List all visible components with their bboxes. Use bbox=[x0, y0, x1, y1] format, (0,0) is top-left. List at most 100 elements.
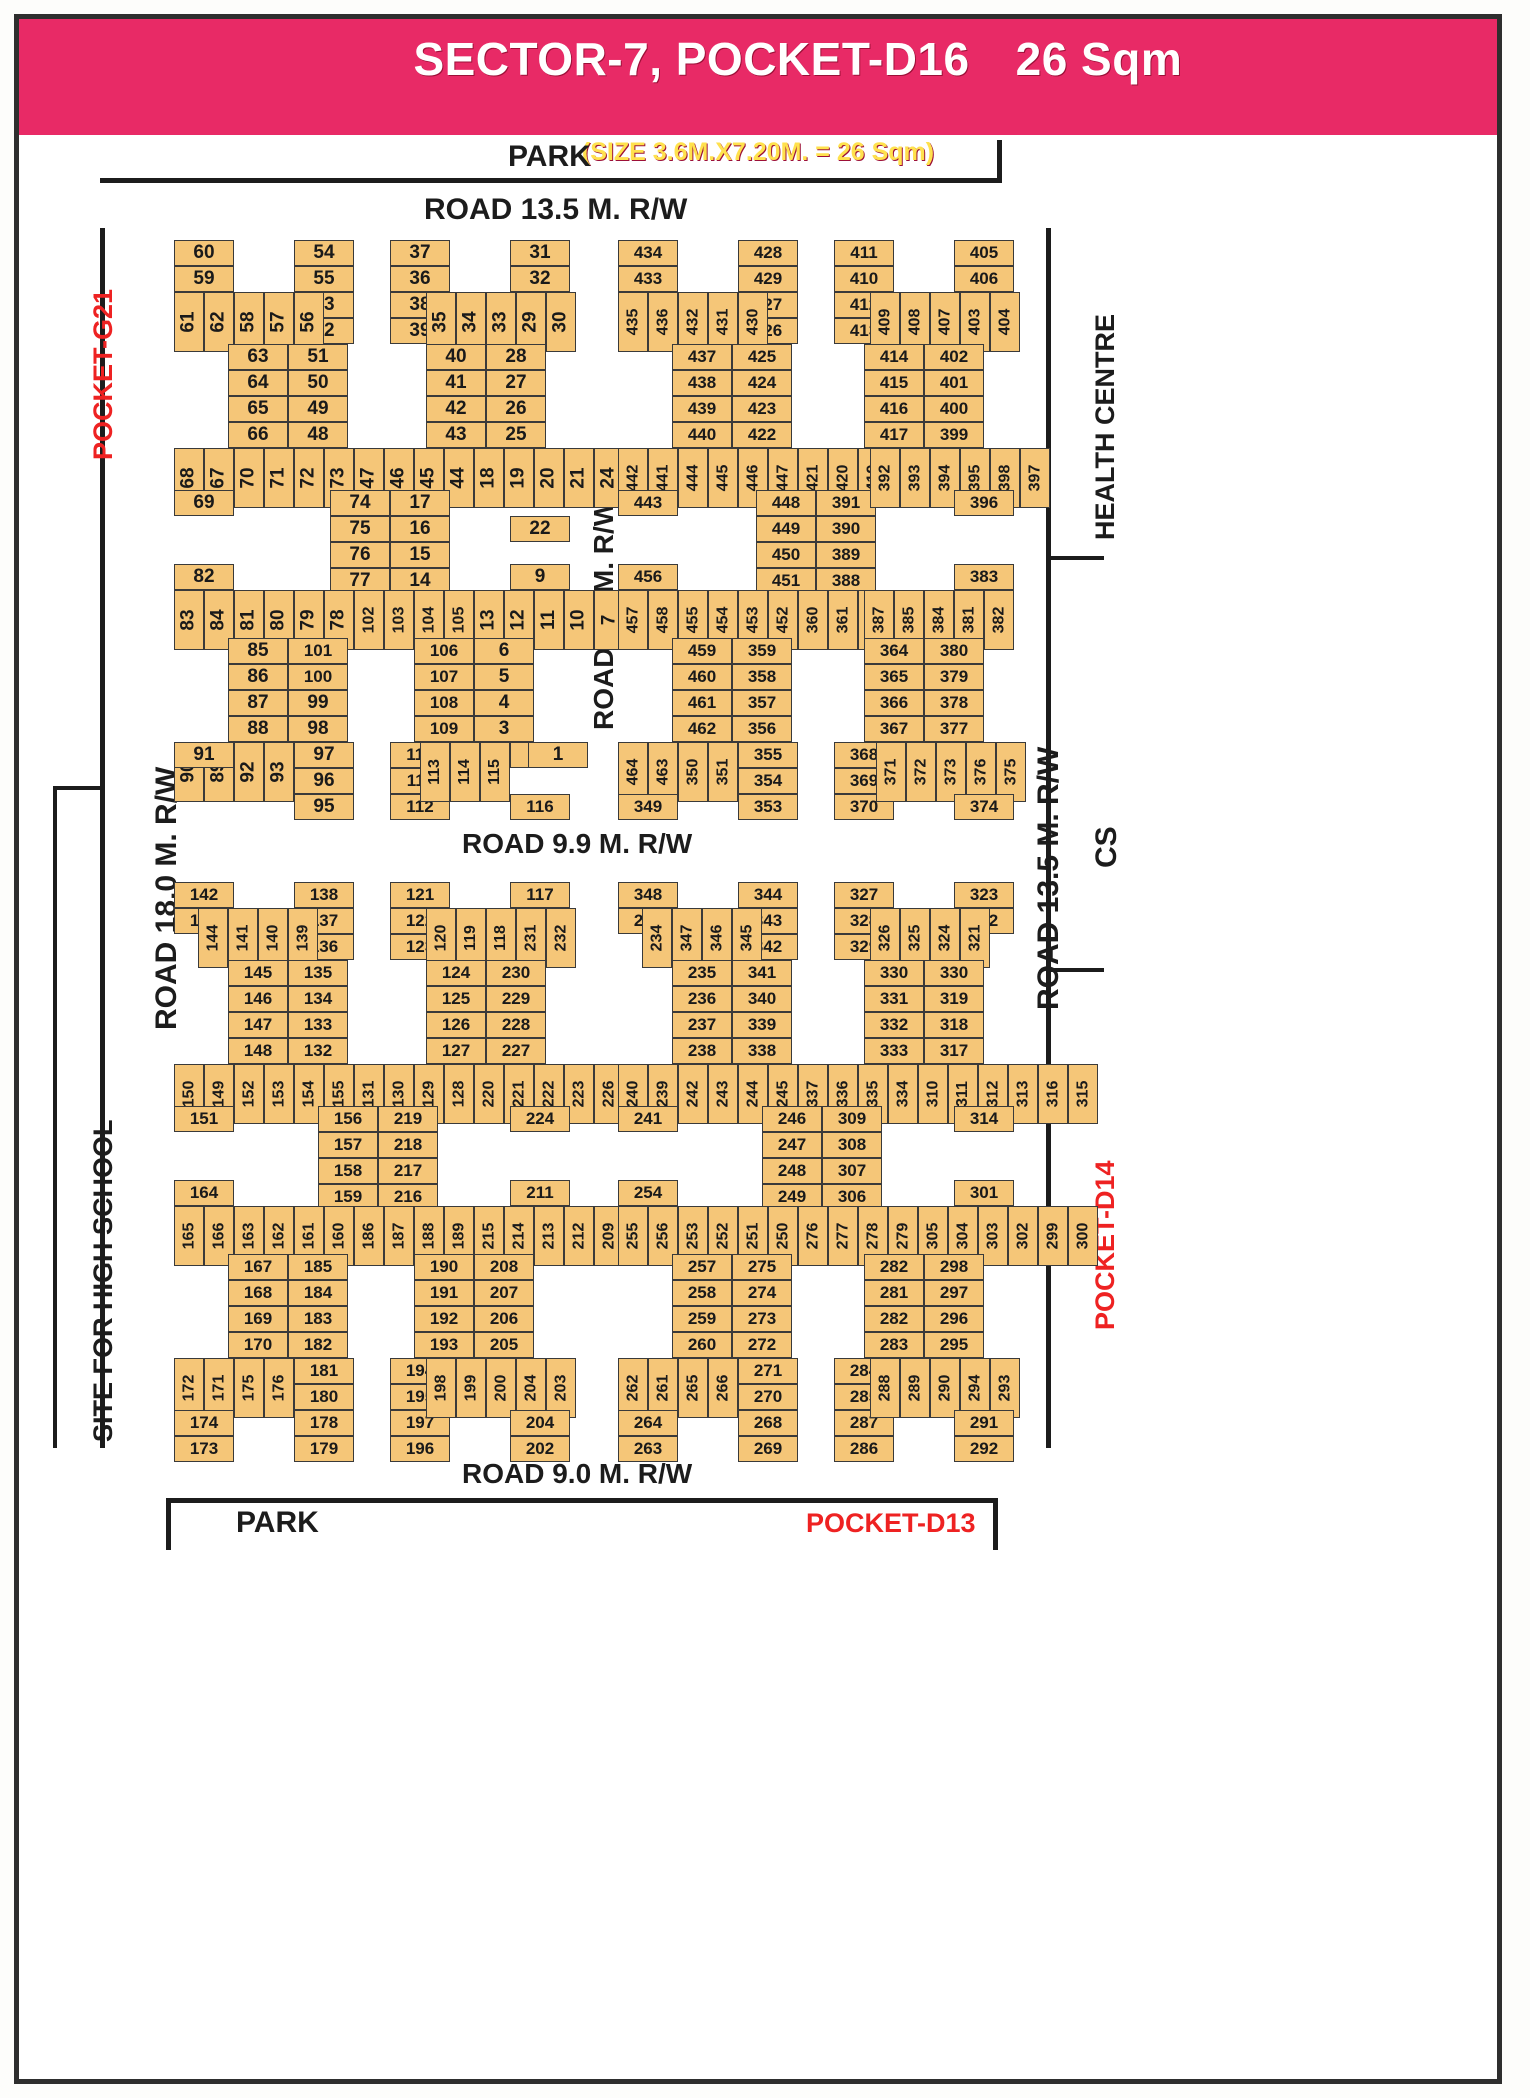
plot-cell[interactable]: 5 bbox=[474, 664, 534, 690]
plot-cell[interactable]: 317 bbox=[924, 1038, 984, 1064]
plot-cell[interactable]: 184 bbox=[288, 1280, 348, 1306]
plot-cell[interactable]: 235 bbox=[672, 960, 732, 986]
plot-cell[interactable]: 423 bbox=[732, 396, 792, 422]
plot-cell[interactable]: 347 bbox=[672, 908, 702, 968]
plot-cell[interactable]: 218 bbox=[378, 1132, 438, 1158]
plot-cell[interactable]: 204 bbox=[516, 1358, 546, 1418]
plot-cell[interactable]: 294 bbox=[960, 1358, 990, 1418]
plot-cell[interactable]: 301 bbox=[954, 1180, 1014, 1206]
plot-cell[interactable]: 57 bbox=[264, 292, 294, 352]
plot-cell[interactable]: 27 bbox=[486, 370, 546, 396]
plot-cell[interactable]: 6 bbox=[474, 638, 534, 664]
plot-cell[interactable]: 144 bbox=[198, 908, 228, 968]
plot-cell[interactable]: 254 bbox=[618, 1180, 678, 1206]
plot-cell[interactable]: 101 bbox=[288, 638, 348, 664]
plot-cell[interactable]: 360 bbox=[798, 590, 828, 650]
plot-cell[interactable]: 230 bbox=[486, 960, 546, 986]
plot-cell[interactable]: 326 bbox=[870, 908, 900, 968]
plot-cell[interactable]: 364 bbox=[864, 638, 924, 664]
plot-cell[interactable]: 167 bbox=[228, 1254, 288, 1280]
plot-cell[interactable]: 451 bbox=[756, 568, 816, 594]
plot-cell[interactable]: 42 bbox=[426, 396, 486, 422]
plot-cell[interactable]: 448 bbox=[756, 490, 816, 516]
plot-cell[interactable]: 404 bbox=[990, 292, 1020, 352]
plot-cell[interactable]: 69 bbox=[174, 490, 234, 516]
plot-cell[interactable]: 65 bbox=[228, 396, 288, 422]
plot-cell[interactable]: 146 bbox=[228, 986, 288, 1012]
plot-cell[interactable]: 281 bbox=[864, 1280, 924, 1306]
plot-cell[interactable]: 350 bbox=[678, 742, 708, 802]
plot-cell[interactable]: 391 bbox=[816, 490, 876, 516]
plot-cell[interactable]: 41 bbox=[426, 370, 486, 396]
plot-cell[interactable]: 461 bbox=[672, 690, 732, 716]
plot-cell[interactable]: 409 bbox=[870, 292, 900, 352]
plot-cell[interactable]: 213 bbox=[534, 1206, 564, 1266]
plot-cell[interactable]: 330 bbox=[864, 960, 924, 986]
plot-cell[interactable]: 379 bbox=[924, 664, 984, 690]
plot-cell[interactable]: 152 bbox=[234, 1064, 264, 1124]
plot-cell[interactable]: 286 bbox=[834, 1436, 894, 1462]
plot-cell[interactable]: 169 bbox=[228, 1306, 288, 1332]
plot-cell[interactable]: 401 bbox=[924, 370, 984, 396]
plot-cell[interactable]: 204 bbox=[510, 1410, 570, 1436]
plot-cell[interactable]: 216 bbox=[378, 1184, 438, 1210]
plot-cell[interactable]: 388 bbox=[816, 568, 876, 594]
plot-cell[interactable]: 405 bbox=[954, 240, 1014, 266]
plot-cell[interactable]: 25 bbox=[486, 422, 546, 448]
plot-cell[interactable]: 182 bbox=[288, 1332, 348, 1358]
plot-cell[interactable]: 428 bbox=[738, 240, 798, 266]
plot-cell[interactable]: 327 bbox=[834, 882, 894, 908]
plot-cell[interactable]: 371 bbox=[876, 742, 906, 802]
plot-cell[interactable]: 227 bbox=[486, 1038, 546, 1064]
plot-cell[interactable]: 211 bbox=[510, 1180, 570, 1206]
plot-cell[interactable]: 229 bbox=[486, 986, 546, 1012]
plot-cell[interactable]: 83 bbox=[174, 590, 204, 650]
plot-cell[interactable]: 93 bbox=[264, 742, 294, 802]
plot-cell[interactable]: 325 bbox=[900, 908, 930, 968]
plot-cell[interactable]: 306 bbox=[822, 1184, 882, 1210]
plot-cell[interactable]: 40 bbox=[426, 344, 486, 370]
plot-cell[interactable]: 21 bbox=[564, 448, 594, 508]
plot-cell[interactable]: 100 bbox=[288, 664, 348, 690]
plot-cell[interactable]: 172 bbox=[174, 1358, 204, 1418]
plot-cell[interactable]: 32 bbox=[510, 266, 570, 292]
plot-cell[interactable]: 297 bbox=[924, 1280, 984, 1306]
plot-cell[interactable]: 99 bbox=[288, 690, 348, 716]
plot-cell[interactable]: 121 bbox=[390, 882, 450, 908]
plot-cell[interactable]: 361 bbox=[828, 590, 858, 650]
plot-cell[interactable]: 353 bbox=[738, 794, 798, 820]
plot-cell[interactable]: 106 bbox=[414, 638, 474, 664]
plot-cell[interactable]: 437 bbox=[672, 344, 732, 370]
plot-cell[interactable]: 92 bbox=[234, 742, 264, 802]
plot-cell[interactable]: 440 bbox=[672, 422, 732, 448]
plot-cell[interactable]: 268 bbox=[738, 1410, 798, 1436]
plot-cell[interactable]: 175 bbox=[234, 1358, 264, 1418]
plot-cell[interactable]: 429 bbox=[738, 266, 798, 292]
plot-cell[interactable]: 292 bbox=[954, 1436, 1014, 1462]
plot-cell[interactable]: 424 bbox=[732, 370, 792, 396]
plot-cell[interactable]: 262 bbox=[618, 1358, 648, 1418]
plot-cell[interactable]: 158 bbox=[318, 1158, 378, 1184]
plot-cell[interactable]: 295 bbox=[924, 1332, 984, 1358]
plot-cell[interactable]: 374 bbox=[954, 794, 1014, 820]
plot-cell[interactable]: 55 bbox=[294, 266, 354, 292]
plot-cell[interactable]: 321 bbox=[960, 908, 990, 968]
plot-cell[interactable]: 15 bbox=[390, 542, 450, 568]
plot-cell[interactable]: 261 bbox=[648, 1358, 678, 1418]
plot-cell[interactable]: 319 bbox=[924, 986, 984, 1012]
plot-cell[interactable]: 425 bbox=[732, 344, 792, 370]
plot-cell[interactable]: 338 bbox=[732, 1038, 792, 1064]
plot-cell[interactable]: 414 bbox=[864, 344, 924, 370]
plot-cell[interactable]: 142 bbox=[174, 882, 234, 908]
plot-cell[interactable]: 359 bbox=[732, 638, 792, 664]
plot-cell[interactable]: 156 bbox=[318, 1106, 378, 1132]
plot-cell[interactable]: 72 bbox=[294, 448, 324, 508]
plot-cell[interactable]: 400 bbox=[924, 396, 984, 422]
plot-cell[interactable]: 247 bbox=[762, 1132, 822, 1158]
plot-cell[interactable]: 77 bbox=[330, 568, 390, 594]
plot-cell[interactable]: 147 bbox=[228, 1012, 288, 1038]
plot-cell[interactable]: 392 bbox=[870, 448, 900, 508]
plot-cell[interactable]: 3 bbox=[474, 716, 534, 742]
plot-cell[interactable]: 58 bbox=[234, 292, 264, 352]
plot-cell[interactable]: 64 bbox=[228, 370, 288, 396]
